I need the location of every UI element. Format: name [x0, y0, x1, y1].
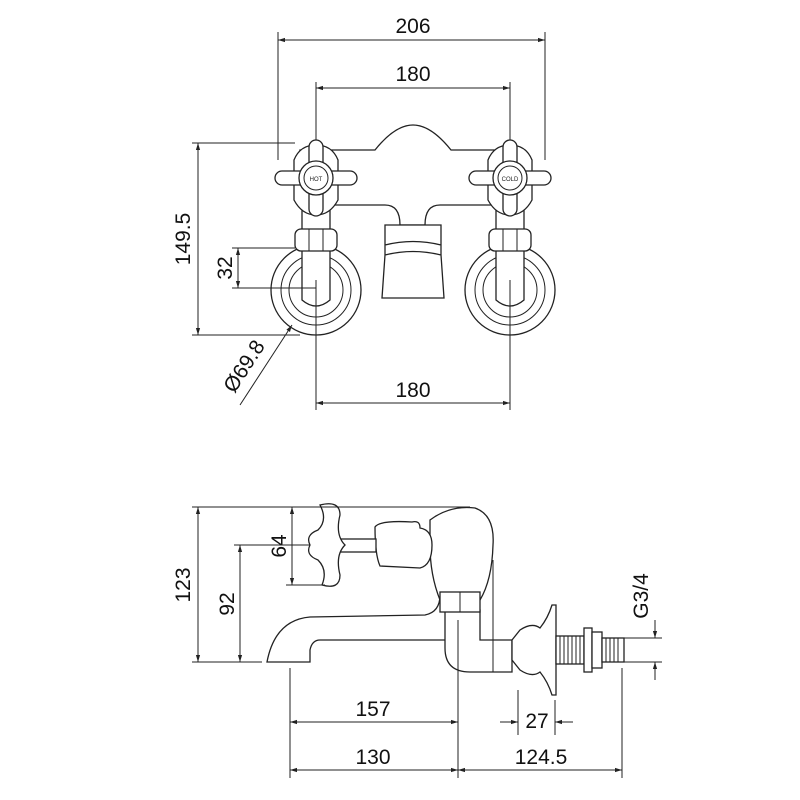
hot-label: HOT: [310, 177, 323, 183]
dimension-overall-height: 123: [172, 506, 470, 663]
dimension-handle-height: 64: [268, 507, 325, 586]
dimension-spout-projection: 157: [290, 698, 458, 725]
dim-diameter: Ø69.8: [219, 336, 269, 397]
dim-206: 206: [395, 15, 430, 38]
dimension-spout-height: 92: [216, 544, 310, 662]
dimension-thread: G3/4: [624, 573, 662, 680]
dimension-flange-diameter: Ø69.8: [219, 324, 293, 406]
dim-123: 123: [172, 567, 195, 602]
dimension-handle-centres: 180: [315, 63, 511, 140]
dim-157: 157: [355, 698, 390, 721]
side-view: 123 64 92 G3/4 1: [172, 503, 662, 778]
dimension-offset: 32: [214, 247, 316, 289]
dim-g3-4: G3/4: [630, 573, 653, 619]
dim-64: 64: [268, 534, 291, 558]
dim-130: 130: [355, 746, 390, 769]
dim-124-5: 124.5: [515, 746, 568, 769]
dim-27: 27: [525, 710, 548, 733]
front-view: 206 180 HOT: [172, 15, 556, 410]
dim-92: 92: [216, 592, 239, 615]
dimension-overall-width: 206: [277, 15, 546, 160]
dimension-inlet-centres: 180: [316, 379, 510, 406]
dimension-height: 149.5: [172, 142, 300, 336]
dim-32: 32: [214, 256, 237, 279]
dim-180-top: 180: [395, 63, 430, 86]
dimension-spout-to-body: 130: [290, 746, 458, 773]
dimension-flange-depth: 27: [500, 710, 573, 733]
hot-valve: HOT: [270, 139, 362, 336]
dim-149-5: 149.5: [172, 213, 195, 266]
dimension-body-to-wall: 124.5: [458, 746, 622, 773]
dim-180-bottom: 180: [395, 379, 430, 402]
cold-label: COLD: [502, 177, 519, 183]
